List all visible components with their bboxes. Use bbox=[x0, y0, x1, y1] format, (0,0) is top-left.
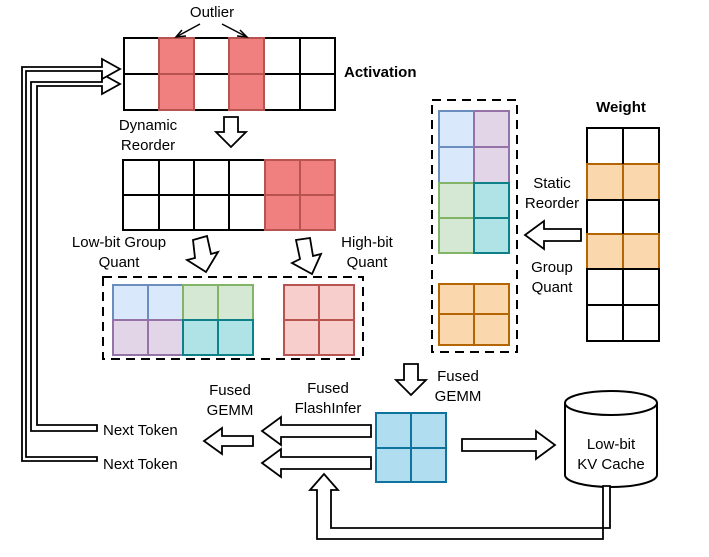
outlier-pointer-arrows bbox=[174, 23, 250, 38]
static-reorder-arrow bbox=[523, 219, 582, 251]
output-to-flashinfer-arrow-bottom bbox=[260, 447, 372, 479]
output-matrix bbox=[375, 412, 447, 483]
low-bit-group-quant-label-line2: Quant bbox=[99, 254, 141, 271]
fused-gemm-down-arrow bbox=[393, 363, 429, 397]
high-bit-quant-label-line2: Quant bbox=[347, 254, 389, 271]
output-to-kv-cache-arrow bbox=[461, 429, 557, 461]
group-quant-label-line2: Quant bbox=[532, 279, 574, 296]
group-quant-label-line1: Group bbox=[531, 259, 573, 276]
fused-flashinfer-label-line1: Fused bbox=[307, 380, 349, 397]
high-bit-weight-blocks bbox=[438, 283, 510, 346]
fused-gemm-left-arrow bbox=[202, 426, 254, 456]
reordered-outlier-block bbox=[264, 159, 336, 231]
kv-cache-label-line1: Low-bit bbox=[587, 436, 636, 453]
next-token-loop-arrow bbox=[21, 57, 122, 462]
high-bit-quant-label-line1: High-bit bbox=[341, 234, 394, 251]
dynamic-reorder-arrow bbox=[213, 116, 249, 149]
static-reorder-label-line2: Reorder bbox=[525, 195, 579, 212]
kv-cache-feedback-arrow bbox=[308, 472, 611, 540]
outlier-columns bbox=[158, 37, 265, 111]
high-bit-quant-arrow bbox=[290, 236, 323, 276]
high-bit-activation-blocks bbox=[283, 284, 355, 356]
activation-label: Activation bbox=[344, 64, 417, 81]
fused-gemm-left-label-line1: Fused bbox=[209, 382, 251, 399]
fused-flashinfer-label-line2: FlashInfer bbox=[295, 400, 362, 417]
low-bit-group-quant-label-line1: Low-bit Group bbox=[72, 234, 166, 251]
kv-cache-cylinder bbox=[564, 390, 658, 488]
weight-matrix bbox=[586, 127, 660, 342]
next-token-bottom-label: Next Token bbox=[103, 456, 178, 473]
outlier-label: Outlier bbox=[190, 4, 234, 21]
static-reorder-label-line1: Static bbox=[533, 175, 571, 192]
low-bit-quant-arrow bbox=[184, 234, 220, 274]
quantized-activation-dashed-box bbox=[102, 276, 364, 360]
low-bit-activation-blocks bbox=[112, 284, 254, 356]
fused-gemm-right-label-line1: Fused bbox=[437, 368, 479, 385]
output-to-flashinfer-arrow-top bbox=[260, 415, 372, 447]
dynamic-reorder-label-line1: Dynamic bbox=[119, 117, 178, 134]
weight-label: Weight bbox=[596, 99, 646, 116]
low-bit-weight-blocks bbox=[438, 110, 510, 254]
fused-gemm-right-label-line2: GEMM bbox=[435, 388, 482, 405]
kv-cache-label-line2: KV Cache bbox=[577, 456, 645, 473]
quantized-weight-dashed-box bbox=[431, 99, 518, 353]
dynamic-reorder-label-line2: Reorder bbox=[121, 137, 175, 154]
next-token-top-label: Next Token bbox=[103, 422, 178, 439]
fused-gemm-left-label-line2: GEMM bbox=[207, 402, 254, 419]
